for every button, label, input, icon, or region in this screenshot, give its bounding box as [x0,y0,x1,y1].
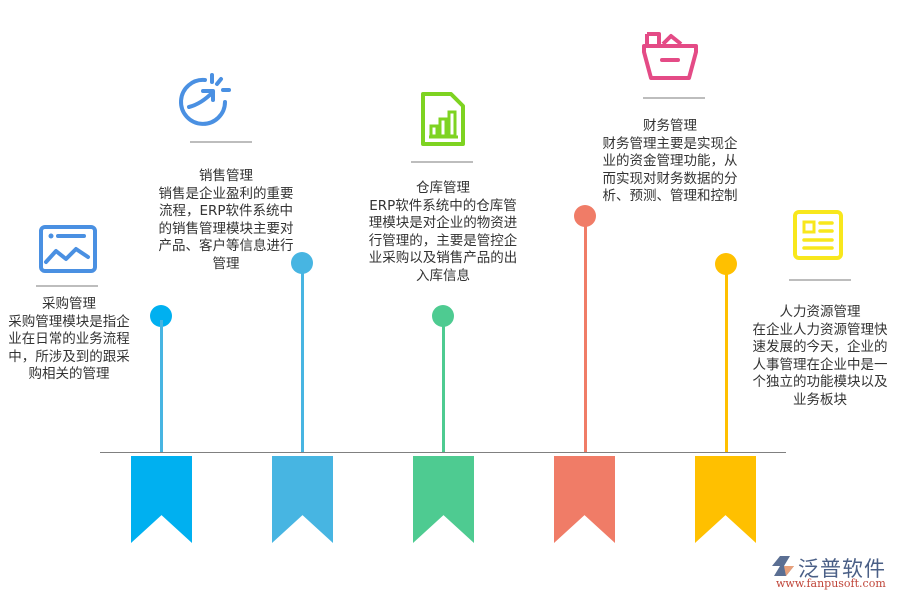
item-divider [643,97,705,99]
item-text-hr: 人力资源管理 在企业人力资源管理快速发展的今天，企业的人事管理在企业中是一个独立… [746,304,894,409]
item-title: 采购管理 [42,296,96,312]
ribbon-marker-sales[interactable] [272,456,333,543]
fanpusoft-logo: 泛普软件 www.fanpusoft.com [772,553,892,593]
item-body: 采购管理模块是指企业在日常的业务流程中，所涉及到的跟采购相关的管理 [8,313,130,383]
item-title: 人力资源管理 [779,304,861,320]
item-divider [789,279,851,281]
item-title: 仓库管理 [416,180,470,196]
item-body: 销售是企业盈利的重要流程，ERP软件系统中的销售管理模块主要对产品、客户等信息进… [158,185,294,272]
profile-card-icon [792,209,844,261]
logo-url: www.fanpusoft.com [776,577,886,590]
item-text-sales: 销售管理 销售是企业盈利的重要流程，ERP软件系统中的销售管理模块主要对产品、客… [156,168,296,273]
timeline-dot[interactable] [574,205,596,227]
timeline-dot[interactable] [715,253,737,275]
item-text-warehouse: 仓库管理 ERP软件系统中的仓库管理模块是对企业的物资进行管理的，主要是管控企业… [364,180,522,285]
item-body: 财务管理主要是实现企业的资金管理功能，从而实现对财务数据的分析、预测、管理和控制 [602,135,738,205]
timeline-dot[interactable] [432,305,454,327]
timeline-stem [301,268,304,453]
item-divider [411,161,473,163]
timeline-stem [584,220,587,453]
item-title: 财务管理 [643,118,697,134]
ribbon-marker-purchasing[interactable] [131,456,192,543]
item-text-finance: 财务管理 财务管理主要是实现企业的资金管理功能，从而实现对财务数据的分析、预测、… [602,118,738,206]
logo-mark-icon [772,556,794,576]
ribbon-marker-hr[interactable] [695,456,756,543]
timeline-dot[interactable] [291,252,313,274]
timeline-dot[interactable] [150,305,172,327]
basket-icon [641,30,699,82]
image-chart-icon [38,224,98,274]
timeline-stem [160,320,163,453]
item-body: 在企业人力资源管理快速发展的今天，企业的人事管理在企业中是一个独立的功能模块以及… [752,321,888,408]
item-divider [36,285,98,287]
item-text-purchasing: 采购管理 采购管理模块是指企业在日常的业务流程中，所涉及到的跟采购相关的管理 [2,296,136,384]
ribbon-marker-finance[interactable] [554,456,615,543]
growth-arrow-icon [175,72,233,127]
timeline-stem [725,268,728,453]
item-body: ERP软件系统中的仓库管理模块是对企业的物资进行管理的，主要是管控企业采购以及销… [368,197,518,284]
item-title: 销售管理 [199,168,253,184]
timeline-stem [442,320,445,453]
timeline-baseline [100,452,786,453]
item-divider [190,141,252,143]
ribbon-marker-warehouse[interactable] [413,456,474,543]
document-chart-icon [419,90,467,148]
logo-name: 泛普软件 [798,557,886,581]
